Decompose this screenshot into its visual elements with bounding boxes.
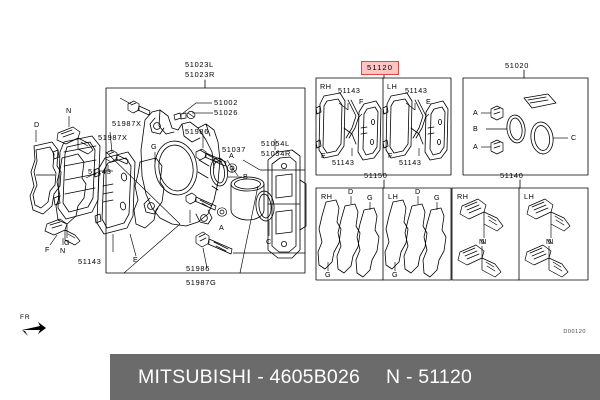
callout-51054l: 51054L: [261, 139, 290, 148]
callout-51987x-upper: 51987X: [112, 119, 142, 128]
callout-51986-upper: 51986: [185, 127, 210, 136]
letter-c-caliper: C: [266, 237, 272, 246]
clip-kit-side-lh: LH: [524, 192, 535, 201]
letter-g-left-upper: G: [64, 238, 70, 247]
letter-a-caliper-upper: A: [229, 151, 235, 160]
letter-n-clip-lh-lower: N: [546, 237, 552, 246]
letter-d-shim-rh: G: [367, 193, 373, 202]
letter-e-left: E: [133, 255, 139, 264]
letter-a-sealkit-upper: A: [473, 108, 479, 117]
letter-c-sealkit: C: [571, 133, 577, 142]
shim-kit-box: [315, 187, 452, 281]
document-code: D00120: [563, 329, 586, 335]
callout-51143-left-upper: 51143: [88, 167, 112, 176]
letter-g-shim-lh-top: D: [415, 187, 421, 196]
clip-kit-side-rh: RH: [457, 192, 469, 201]
callout-51037: 51037: [222, 145, 247, 154]
letter-g-shim-lh: G: [434, 193, 440, 202]
callout-51987x-lower: 51987X: [98, 133, 128, 142]
letter-n-clip-lh-upper: N: [548, 237, 554, 246]
letter-e-padkit-lh: E: [426, 97, 432, 106]
pad-kit-label-51143-lh-top: 51143: [405, 86, 428, 95]
letter-a-sealkit-lower: A: [473, 142, 479, 151]
seal-kit-box: [462, 77, 589, 176]
pad-kit-label-51143-rh-top: 51143: [338, 86, 361, 95]
letter-d-shim-lh-bottom: G: [392, 270, 398, 279]
letter-n-clip-rh-lower: N: [479, 237, 485, 246]
callout-51987g: 51987G: [186, 278, 217, 287]
fr-arrow-icon: [22, 322, 46, 336]
group-label-clip-kit: 51140: [500, 171, 524, 180]
letter-g-left-right: G: [151, 142, 157, 151]
caliper-group-box: [105, 87, 306, 274]
callout-51002: 51002: [214, 98, 239, 107]
group-label-caliper-assembly-l: 51023L: [185, 60, 214, 69]
letter-g-shim-rh-bottom: G: [325, 270, 331, 279]
group-label-caliper-assembly-r: 51023R: [185, 70, 216, 79]
pad-kit-label-51143-lh-bottom: 51143: [399, 158, 422, 167]
fr-label: FR: [20, 314, 31, 321]
letter-g-shim-rh-top: D: [348, 187, 354, 196]
footer-banner: MITSUBISHI - 4605B026 N - 51120: [110, 354, 600, 400]
callout-51054r: 51054R: [261, 149, 292, 158]
letter-f-left: F: [45, 245, 50, 254]
footer-part-number: N - 51120: [386, 365, 473, 388]
highlighted-part-number[interactable]: 51120: [361, 61, 400, 75]
shim-kit-side-lh: LH: [388, 192, 399, 201]
letter-d-left: D: [34, 120, 40, 129]
callout-51143-left-lower: 51143: [78, 257, 102, 266]
pad-kit-box: [315, 77, 452, 176]
letter-b-sealkit: B: [473, 124, 479, 133]
shim-kit-side-rh: RH: [321, 192, 333, 201]
letter-e-padkit-rh: E: [321, 151, 327, 160]
letter-n-left-upper: N: [66, 106, 72, 115]
letter-f-padkit-rh: F: [359, 97, 364, 106]
pad-kit-label-51143-rh-bottom: 51143: [332, 158, 355, 167]
callout-51026: 51026: [214, 108, 239, 117]
letter-n-clip-rh-upper: N: [481, 237, 487, 246]
group-label-shim-kit: 51150: [364, 171, 388, 180]
group-label-seal-kit: 51020: [505, 61, 530, 70]
brand-and-catalog-number: MITSUBISHI - 4605B026: [138, 365, 361, 388]
orientation-marker: FR: [20, 314, 46, 342]
pad-kit-side-rh: RH: [320, 82, 332, 91]
letter-a-caliper-lower: A: [219, 223, 225, 232]
letter-b-caliper: B: [243, 172, 249, 181]
pad-kit-side-lh: LH: [387, 82, 398, 91]
letter-n-left-lower: N: [60, 246, 66, 255]
callout-51986-lower: 51986: [186, 264, 211, 273]
letter-f-padkit-lh: F: [388, 151, 393, 160]
